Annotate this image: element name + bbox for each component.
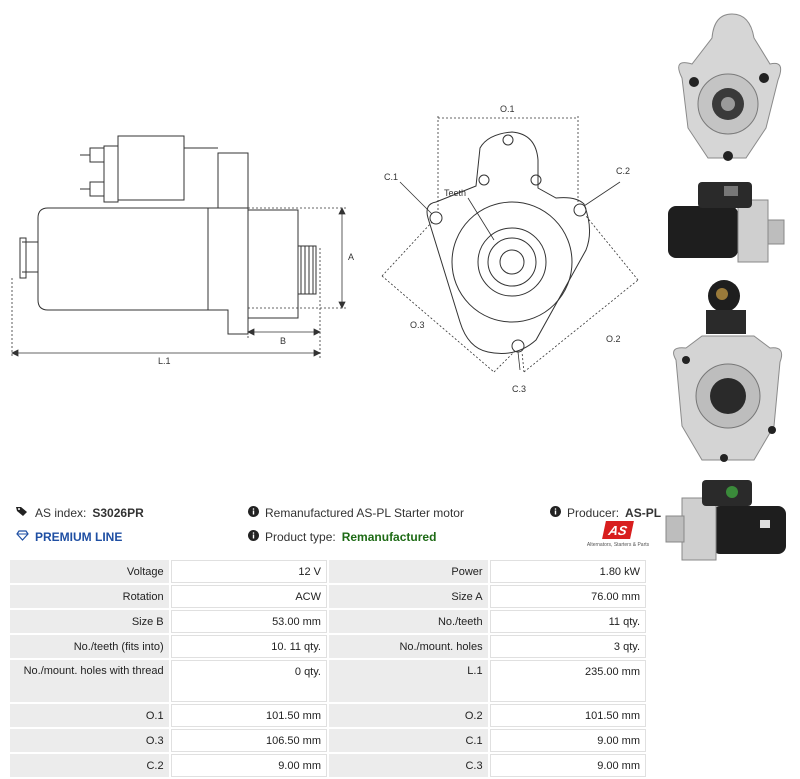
label-c1: C.1 [384,172,398,182]
spec-label: Rotation [10,585,169,608]
info-icon [550,506,561,520]
label-o3: O.3 [410,320,425,330]
spec-value: 0 qty. [170,660,327,702]
label-teeth: Teeth [444,188,466,198]
spec-value: 10. 11 qty. [170,635,327,658]
spec-label: No./mount. holes [328,635,488,658]
spec-label: Size B [10,610,169,633]
spec-label: C.1 [328,729,488,752]
producer-label: Producer: [567,506,620,520]
product-photo-front[interactable] [662,8,792,168]
spec-label: Power [328,560,488,583]
as-index-label: AS index: [35,506,87,520]
spec-label: L.1 [328,660,488,702]
label-o1: O.1 [500,104,515,114]
spec-label: Voltage [10,560,169,583]
premium-line-label: PREMIUM LINE [35,530,123,544]
label-o2: O.2 [606,334,621,344]
description-text: Remanufactured AS-PL Starter motor [265,506,464,520]
spec-value: 9.00 mm [489,729,646,752]
product-photo-side[interactable] [662,176,792,272]
spec-label: Size A [328,585,488,608]
spec-value: 76.00 mm [489,585,646,608]
spec-value: 1.80 kW [489,560,646,583]
description: Remanufactured AS-PL Starter motor [248,506,464,520]
info-icon [248,506,259,520]
premium-line: PREMIUM LINE [16,530,122,544]
spec-value: 3 qty. [489,635,646,658]
spec-label: O.3 [10,729,169,752]
spec-value: ACW [170,585,327,608]
product-photo-angled[interactable] [662,276,792,472]
as-index-value: S3026PR [92,506,144,520]
spec-label: O.2 [328,704,488,727]
diamond-icon [16,530,29,544]
spec-label: No./mount. holes with thread [10,660,169,702]
product-type: Product type: Remanufactured [248,530,436,544]
producer: Producer: AS-PL [550,506,661,520]
spec-value: 53.00 mm [170,610,327,633]
product-photo-side-2[interactable] [662,476,792,568]
product-type-value: Remanufactured [341,530,437,544]
front-view-drawing: O.1 C.1 C.2 Teeth O.3 O.2 C.3 [381,104,639,394]
spec-value: 235.00 mm [489,660,646,702]
spec-label: O.1 [10,704,169,727]
tag-icon [16,506,29,520]
logo-tagline: Alternators, Starters & Parts [586,542,650,548]
label-c3: C.3 [512,384,526,394]
label-c2: C.2 [616,166,630,176]
spec-label: No./teeth [328,610,488,633]
side-view-drawing: A B L.1 [11,135,354,366]
info-icon [248,530,259,544]
spec-value: 101.50 mm [170,704,327,727]
spec-label: No./teeth (fits into) [10,635,169,658]
table-row: No./teeth (fits into)10. 11 qty.No./moun… [10,635,646,658]
producer-value: AS-PL [625,506,662,520]
product-type-label: Product type: [265,530,336,544]
as-pl-logo: AS Alternators, Starters & Parts [586,521,650,551]
spec-value: 101.50 mm [489,704,646,727]
spec-value: 106.50 mm [170,729,327,752]
label-size-b: B [280,336,286,346]
label-size-a: A [348,252,354,262]
logo-text: AS [607,522,629,538]
label-length-l1: L.1 [158,356,171,366]
spec-value: 12 V [170,560,327,583]
as-index: AS index: S3026PR [16,506,144,520]
spec-value: 11 qty. [489,610,646,633]
